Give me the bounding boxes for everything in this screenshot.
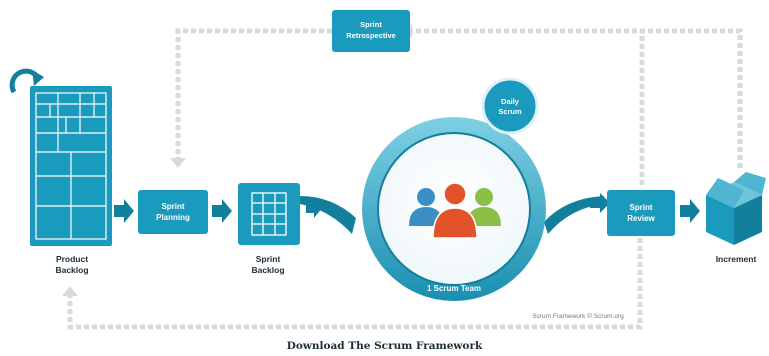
sprint-review-box bbox=[607, 190, 675, 236]
daily-scrum: Daily Scrum bbox=[481, 77, 539, 135]
increment: Increment bbox=[706, 172, 766, 264]
sprint-backlog: Sprint Backlog bbox=[238, 183, 300, 275]
swoosh-out-of-team bbox=[544, 196, 604, 234]
sprint-backlog-label-line1: Sprint bbox=[256, 254, 281, 264]
sprint-planning: Sprint Planning bbox=[138, 190, 208, 234]
scrum-team-inner-edge bbox=[377, 132, 531, 286]
swoosh-into-team bbox=[300, 196, 356, 234]
arrow-team-to-review bbox=[590, 193, 610, 213]
arrow-sprint-backlog-to-team bbox=[306, 198, 322, 218]
sprint-retrospective-label-line1: Sprint bbox=[360, 20, 382, 29]
arrow-backlog-to-planning bbox=[114, 199, 134, 223]
sprint-review-label-line1: Sprint bbox=[629, 203, 652, 212]
sprint-planning-label-line1: Sprint bbox=[161, 202, 184, 211]
product-backlog-grid bbox=[35, 92, 107, 240]
scrum-team-label: 1 Scrum Team bbox=[427, 284, 481, 293]
team-people-icon bbox=[409, 182, 501, 239]
daily-scrum-label-line1: Daily bbox=[501, 97, 520, 106]
product-backlog-label-line2: Backlog bbox=[55, 265, 88, 275]
flow-arrows bbox=[114, 199, 700, 223]
sprint-planning-label-line2: Planning bbox=[156, 213, 190, 222]
product-backlog: Product Backlog bbox=[9, 68, 112, 275]
sprint-backlog-label-line2: Backlog bbox=[251, 265, 284, 275]
scrum-team-circle: 1 Scrum Team bbox=[362, 117, 546, 301]
daily-scrum-bubble bbox=[481, 77, 539, 135]
sprint-review-label-line2: Review bbox=[627, 214, 655, 223]
sprint-planning-box bbox=[138, 190, 208, 234]
box-icon bbox=[706, 172, 766, 245]
arrow-review-to-increment bbox=[680, 199, 700, 223]
arrow-planning-to-sprint-backlog bbox=[212, 199, 232, 223]
refresh-arrowhead bbox=[32, 70, 44, 86]
sprint-retrospective-label-line2: Retrospective bbox=[346, 31, 396, 40]
increment-to-retrospective-arrow bbox=[412, 28, 743, 168]
download-caption-link[interactable]: Download The Scrum Framework bbox=[286, 340, 483, 352]
retrospective-to-planning-arrow bbox=[175, 28, 332, 158]
review-to-product-backlog-arrow bbox=[67, 238, 643, 330]
sprint-retrospective-box bbox=[332, 10, 410, 52]
product-backlog-label-line1: Product bbox=[56, 254, 88, 264]
arrowhead-product-backlog bbox=[62, 286, 78, 296]
sprint-retrospective: Sprint Retrospective bbox=[332, 10, 410, 52]
grid-icon bbox=[251, 192, 287, 236]
daily-scrum-label-line2: Scrum bbox=[498, 107, 522, 116]
arrowhead-planning bbox=[170, 158, 186, 168]
increment-label: Increment bbox=[716, 254, 757, 264]
sprint-review: Sprint Review bbox=[607, 190, 675, 236]
feedback-loop-arrows bbox=[67, 28, 743, 330]
copyright-text: Scrum Framework © Scrum.org bbox=[532, 312, 624, 320]
